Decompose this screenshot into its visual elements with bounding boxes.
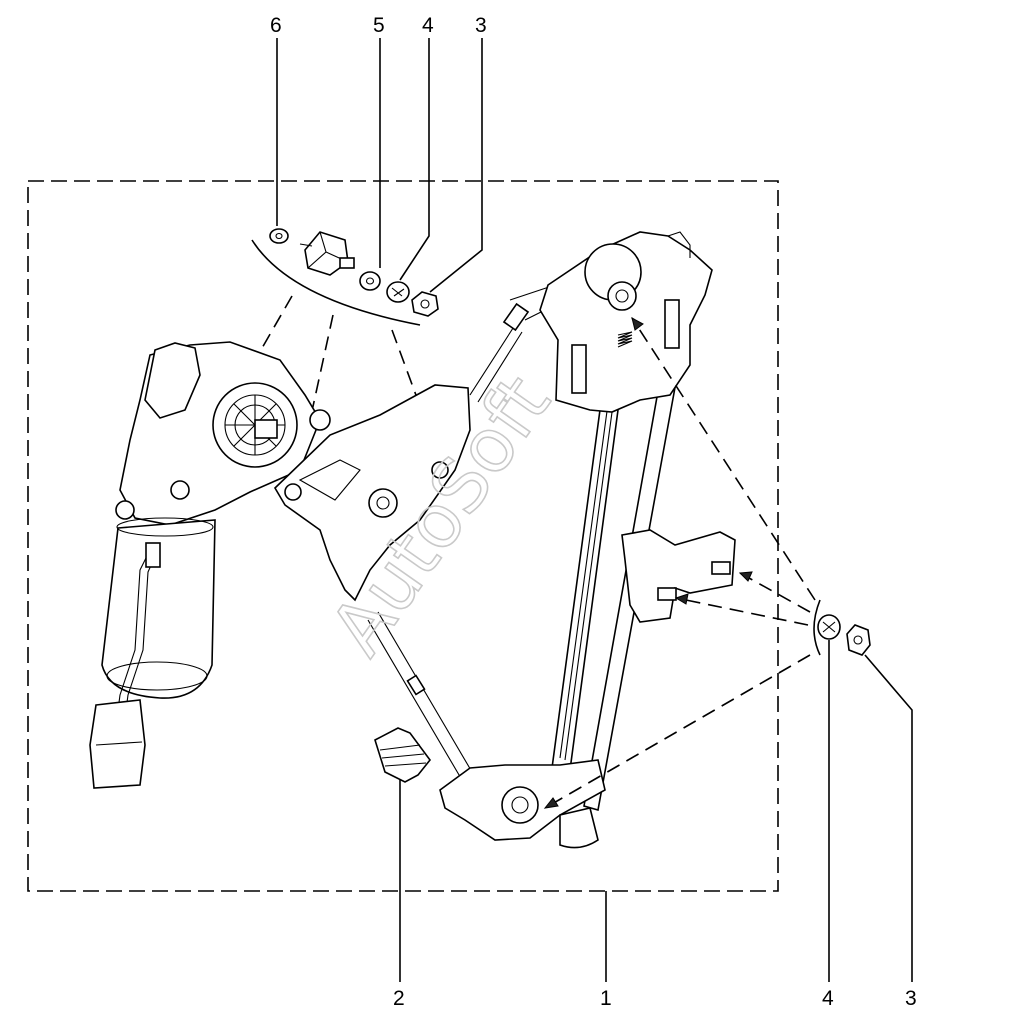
stud-part-6 — [269, 228, 289, 244]
callout-3-top: 3 — [475, 14, 487, 37]
leader-3-bottom — [864, 654, 913, 982]
callout-3-bottom: 3 — [905, 987, 917, 1010]
callout-4-bottom: 4 — [822, 987, 834, 1010]
callout-4-top: 4 — [422, 14, 434, 37]
callout-6-top: 6 — [270, 14, 282, 37]
nut-part-3 — [411, 291, 439, 317]
nut-part-3-right — [846, 624, 871, 656]
bolt-part — [299, 231, 355, 276]
door-bracket — [621, 529, 736, 623]
assembly-arrow-right-3 — [631, 317, 816, 601]
motor-assembly — [89, 341, 331, 789]
hardware-group-arc-right — [813, 599, 821, 656]
washer-part-4-right — [817, 614, 841, 640]
leader-4 — [399, 38, 430, 281]
callout-1-bottom: 1 — [600, 987, 612, 1010]
assembly-arrow-right-2 — [675, 597, 809, 626]
hardware-group-arc — [251, 239, 421, 326]
assembly-boundary — [27, 180, 779, 892]
callout-5-top: 5 — [373, 14, 385, 37]
assembly-arrow-right-1 — [739, 572, 811, 613]
assembly-arrow-right-4 — [544, 654, 811, 809]
clip-part-2 — [374, 727, 432, 783]
lock-washer-part-4 — [386, 281, 410, 303]
washer-part-5 — [359, 271, 381, 291]
leader-3 — [429, 38, 483, 293]
callout-2-bottom: 2 — [393, 987, 405, 1010]
